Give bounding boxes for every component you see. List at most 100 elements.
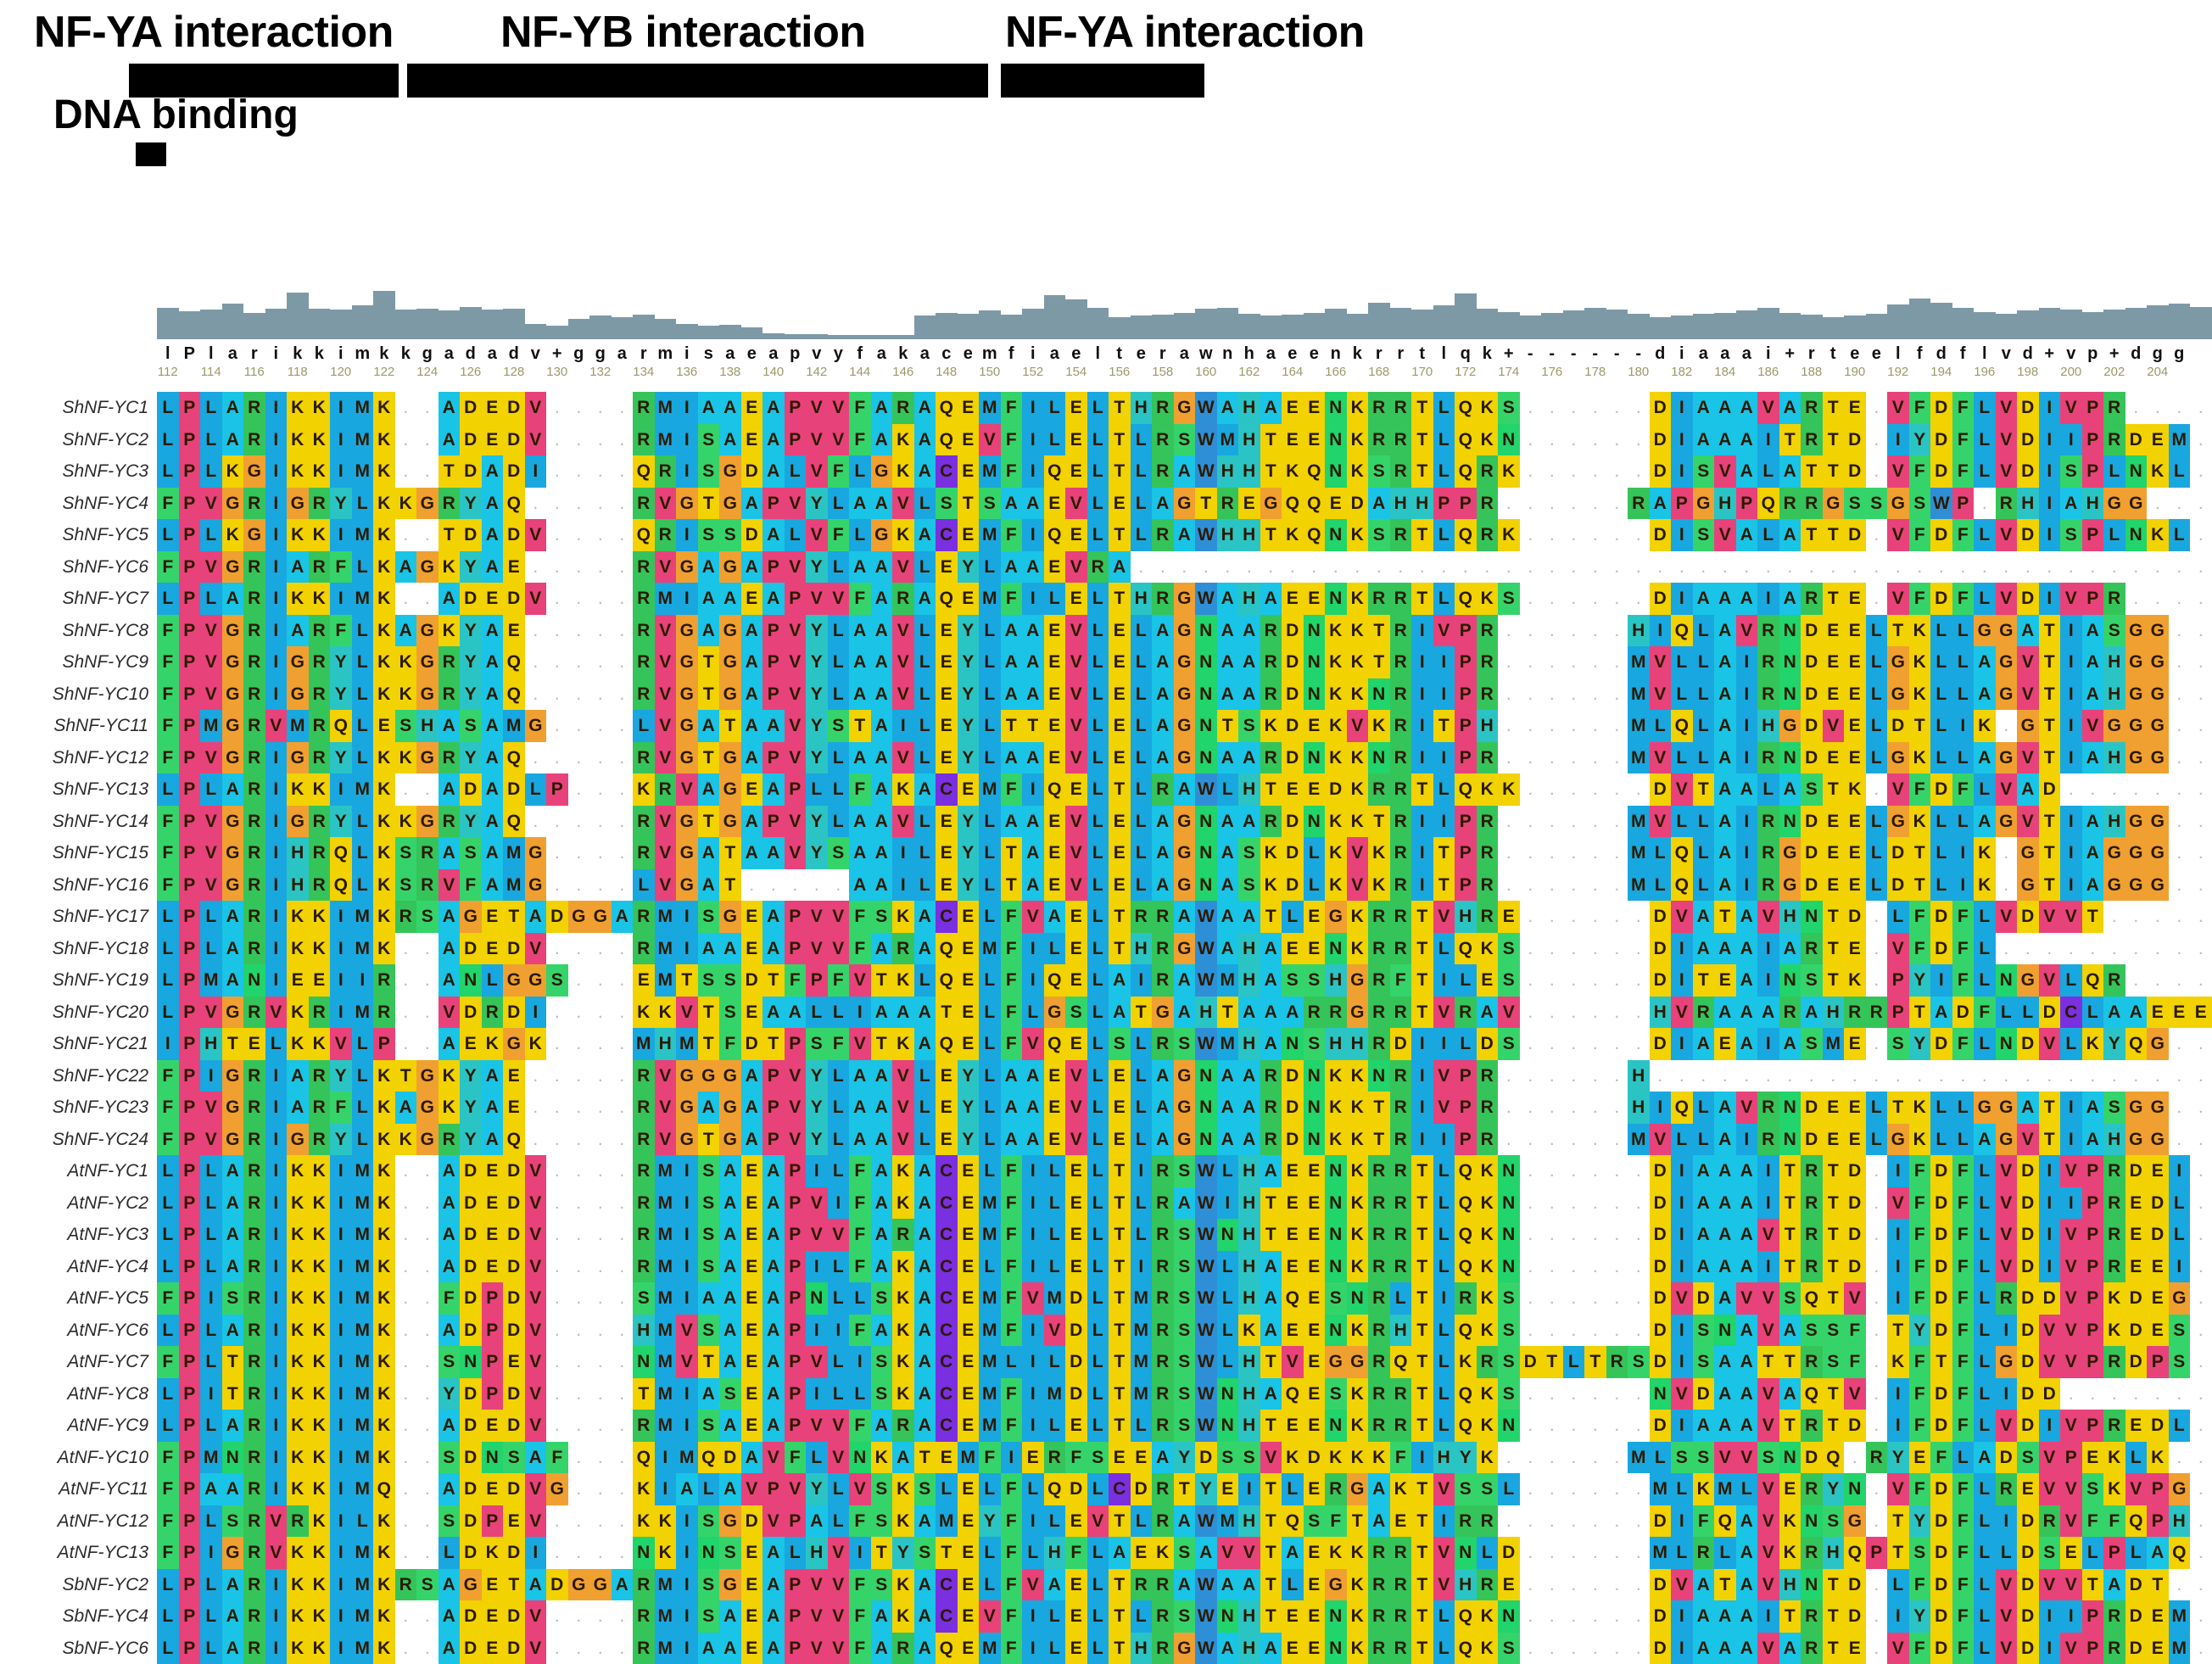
residue-cell: G [1347, 1473, 1369, 1505]
sequence-name-label[interactable]: SbNF-YC4 [0, 1600, 157, 1633]
residue-cell: T [698, 1124, 720, 1156]
sequence-name-label[interactable]: AtNF-YC6 [0, 1315, 157, 1347]
residue-cell: R [1152, 773, 1174, 806]
sequence-name-label[interactable]: AtNF-YC13 [0, 1537, 157, 1569]
sequence-name-label[interactable]: AtNF-YC9 [0, 1410, 157, 1442]
sequence-name-label[interactable]: ShNF-YC14 [0, 806, 157, 838]
sequence-name-label[interactable]: ShNF-YC15 [0, 837, 157, 869]
sequence-name-label[interactable]: ShNF-YC2 [0, 424, 157, 456]
sequence-name-label[interactable]: ShNF-YC6 [0, 551, 157, 584]
sequence-name-label[interactable]: ShNF-YC19 [0, 964, 157, 997]
sequence-name-label[interactable]: AtNF-YC3 [0, 1219, 157, 1251]
consensus-residue: t [1411, 341, 1433, 366]
residue-cell: R [1757, 742, 1779, 774]
residue-cell: I [1411, 678, 1433, 711]
ruler-tick [828, 365, 850, 387]
sequence-name-label[interactable]: ShNF-YC18 [0, 933, 157, 965]
residue-cell: L [352, 1092, 374, 1124]
sequence-name-label[interactable]: ShNF-YC5 [0, 519, 157, 551]
residue-cell: V [438, 997, 461, 1029]
sequence-name-label[interactable]: ShNF-YC13 [0, 773, 157, 806]
sequence-name-label[interactable]: ShNF-YC23 [0, 1092, 157, 1124]
sequence-name-label[interactable]: ShNF-YC20 [0, 997, 157, 1029]
sequence-name-label[interactable]: AtNF-YC11 [0, 1473, 157, 1505]
residue-gap: . [1541, 1378, 1563, 1410]
sequence-name-label[interactable]: SbNF-YC6 [0, 1633, 157, 1664]
sequence-name-label[interactable]: ShNF-YC7 [0, 583, 157, 615]
residue-cell: G [719, 1569, 741, 1601]
sequence-name-label[interactable]: AtNF-YC10 [0, 1442, 157, 1474]
sequence-name-label[interactable]: ShNF-YC16 [0, 869, 157, 902]
sequence-name-label[interactable]: AtNF-YC4 [0, 1251, 157, 1283]
residue-cell: P [179, 806, 201, 838]
residue-cell: S [1498, 964, 1520, 997]
residue-cell: M [979, 392, 1001, 424]
residue-cell: H [1390, 1315, 1412, 1347]
sequence-name-label[interactable]: ShNF-YC9 [0, 646, 157, 678]
sequence-name-label[interactable]: ShNF-YC21 [0, 1028, 157, 1060]
residue-cell: K [1477, 1600, 1499, 1633]
sequence-name-label[interactable]: ShNF-YC11 [0, 710, 157, 742]
sequence-name-label[interactable]: ShNF-YC3 [0, 455, 157, 488]
consensus-residue: e [1131, 341, 1153, 366]
sequence-name-label[interactable]: SbNF-YC2 [0, 1569, 157, 1601]
sequence-name-label[interactable]: AtNF-YC2 [0, 1187, 157, 1220]
sequence-name-label[interactable]: AtNF-YC5 [0, 1282, 157, 1315]
sequence-name-label[interactable]: AtNF-YC8 [0, 1378, 157, 1410]
sequence-name-label[interactable]: ShNF-YC12 [0, 742, 157, 774]
sequence-name-label[interactable]: ShNF-YC4 [0, 488, 157, 520]
sequence-name-label[interactable]: ShNF-YC22 [0, 1060, 157, 1092]
residue-gap: . [568, 806, 590, 838]
sequence-name-label[interactable]: AtNF-YC7 [0, 1346, 157, 1378]
residue-cell: H [1238, 583, 1260, 615]
sequence-name-label[interactable]: ShNF-YC8 [0, 615, 157, 647]
sequence-name-label[interactable]: ShNF-YC24 [0, 1124, 157, 1156]
conservation-bar [2060, 310, 2082, 339]
sequence-name-label[interactable]: ShNF-YC10 [0, 678, 157, 711]
sequence-name-label[interactable]: ShNF-YC1 [0, 392, 157, 424]
sequence-name-label[interactable]: AtNF-YC12 [0, 1505, 157, 1538]
sequence-name-label[interactable]: ShNF-YC17 [0, 901, 157, 933]
sequence-name-label[interactable]: AtNF-YC1 [0, 1155, 157, 1187]
